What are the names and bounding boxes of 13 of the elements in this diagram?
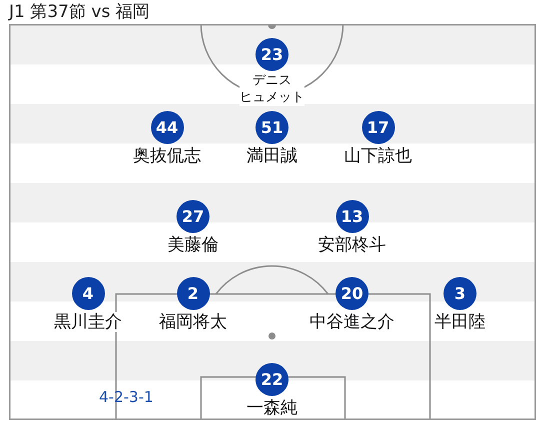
player-name: 奥抜侃志 — [133, 146, 201, 166]
player-name: 山下諒也 — [344, 146, 412, 166]
player-name: 満田誠 — [246, 146, 298, 166]
player-name: 美藤倫 — [168, 234, 218, 254]
player-name: 黒川圭介 — [54, 312, 122, 332]
player-name: 半田陸 — [434, 312, 486, 332]
formation-label: 4-2-3-1 — [99, 388, 154, 407]
title: J1 第37節 vs 福岡 — [9, 2, 150, 23]
player-name: 一森純 — [246, 398, 298, 418]
player-name: 安部柊斗 — [318, 234, 386, 254]
player-name: 福岡将太 — [159, 312, 227, 332]
player-name: デニスヒュメット — [240, 72, 304, 106]
player-name: 中谷進之介 — [310, 312, 394, 332]
